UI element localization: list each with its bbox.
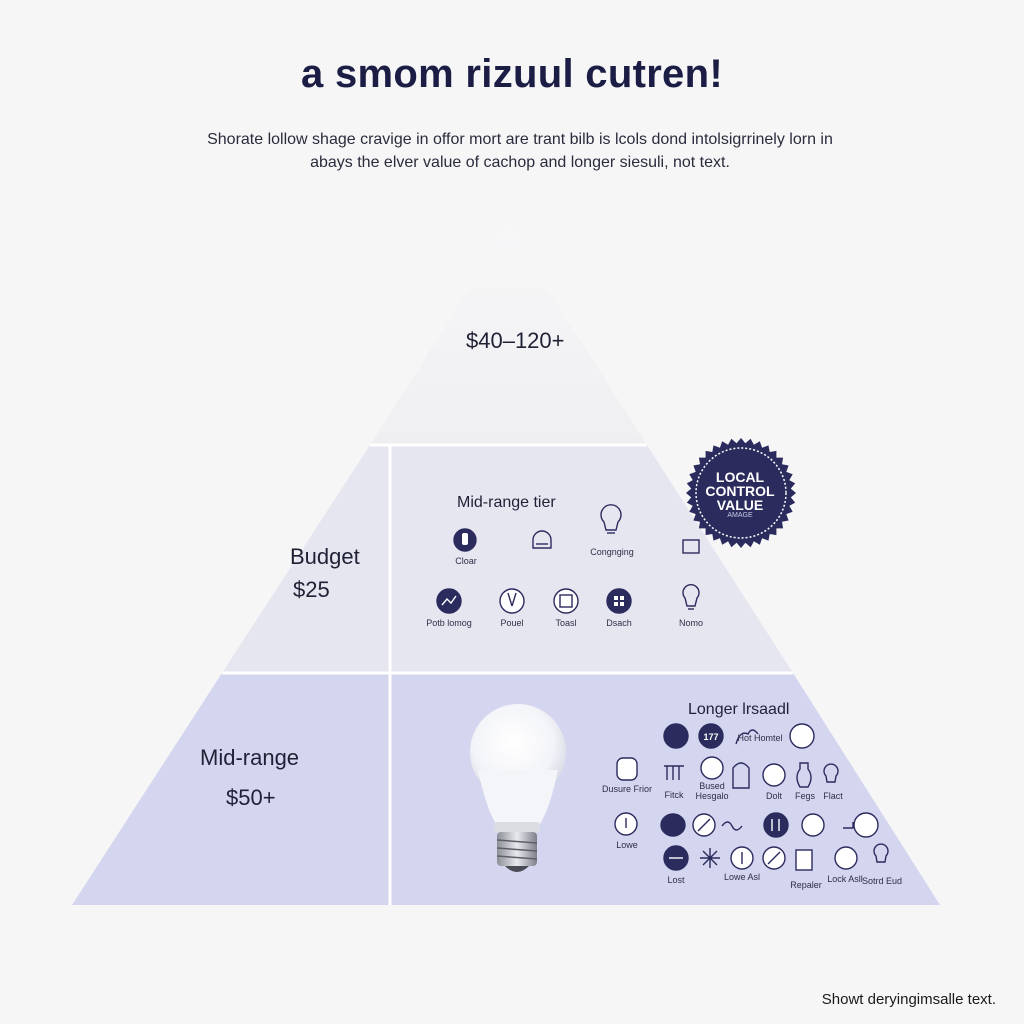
tag-icon xyxy=(853,812,879,838)
clock-icon xyxy=(762,763,786,787)
sensor-icon xyxy=(553,588,579,614)
icon-label-dolt: Dolt xyxy=(765,791,782,801)
budget-price: $25 xyxy=(293,577,330,602)
glove-icon xyxy=(732,762,750,789)
seal-sublabel: AMAGE xyxy=(727,512,753,519)
outlet-icon xyxy=(682,539,700,554)
bell-icon xyxy=(700,756,724,780)
switch-icon xyxy=(499,588,525,614)
lamp-icon xyxy=(532,530,552,549)
icon-label-flact: Flact xyxy=(823,791,843,801)
icon-label-repaler: Repaler xyxy=(790,880,822,890)
bulb-outline-icon xyxy=(600,504,622,534)
home-icon xyxy=(663,723,689,749)
icon-label-lowe-asl: Lowe Asl xyxy=(723,872,761,882)
pyramid-top-tier xyxy=(370,228,647,445)
subtitle-line-2: abays the elver value of cachop and long… xyxy=(310,154,730,171)
top-tier-price: $40–120+ xyxy=(466,328,565,353)
icon-label-lock-asll: Lock Asll xyxy=(827,874,863,884)
smart-bulb-image xyxy=(470,704,566,872)
label-badge-icon xyxy=(660,813,686,837)
longer-tier-title: Longer lrsaadl xyxy=(688,701,790,718)
small-bulb-icon xyxy=(823,763,839,783)
vase-icon xyxy=(796,762,812,788)
icon-label-dusure: Dusure Frior xyxy=(601,784,652,794)
tiny-bulb-icon xyxy=(873,843,889,863)
document-icon xyxy=(795,849,813,871)
icon-label-lowe: Lowe xyxy=(616,840,638,850)
number-badge-icon xyxy=(698,723,724,749)
grid-icon xyxy=(606,588,632,614)
hand-icon xyxy=(735,729,759,745)
light-bulb-icon xyxy=(682,584,700,610)
local-control-seal xyxy=(686,438,796,548)
icon-label-hot-homtel: Hot Homtel xyxy=(737,733,783,743)
wave-icon xyxy=(721,821,743,831)
icon-label-cloar: Cloar xyxy=(455,556,477,566)
icon-label-fegs: Fegs xyxy=(794,791,815,801)
icon-label-nomo: Nomo xyxy=(678,618,703,628)
mid-range-label: Mid-range xyxy=(200,745,300,770)
remote-icon xyxy=(616,757,638,781)
page-title: a smom rizuul cutren! xyxy=(301,52,723,96)
svg-text:177: 177 xyxy=(703,732,718,742)
mid-range-tier-title: Mid-range tier xyxy=(457,494,556,511)
icon-label-lost: Lost xyxy=(667,875,685,885)
fixture-icon xyxy=(664,765,684,780)
icon-label-toasl: Toasl xyxy=(555,618,577,628)
icon-label-bused: Bused Hesgalo xyxy=(695,781,729,801)
timer-icon xyxy=(834,846,858,870)
subtitle-line-1: Shorate lollow shage cravige in offor mo… xyxy=(207,131,833,148)
footer-note: Showt deryingimsalle text. xyxy=(821,991,996,1008)
page-subtitle: Shorate lollow shage cravige in offor mo… xyxy=(150,128,890,174)
icon-label-pouel: Pouel xyxy=(500,618,524,628)
crossbar-icon xyxy=(700,848,720,868)
icon-label-fitck: Fitck xyxy=(664,790,684,800)
speaker-icon xyxy=(789,723,815,749)
middle-tier-icons xyxy=(436,504,700,614)
budget-label: Budget xyxy=(290,544,360,569)
icon-label-congnging: Congnging xyxy=(590,547,634,557)
mid-range-price: $50+ xyxy=(226,785,276,810)
pyramid-middle-tier xyxy=(222,445,793,673)
seal-label: LOCAL CONTROL VALUE xyxy=(705,469,775,513)
icon-label-potb-lomog: Potb lomog xyxy=(426,618,472,628)
pause-icon xyxy=(763,812,789,838)
bottom-tier-icons: 177 xyxy=(614,723,889,871)
icon-label-dsach: Dsach xyxy=(606,618,632,628)
shell-icon xyxy=(801,813,825,837)
icon-label-sotrd-eud: Sotrd Eud xyxy=(861,876,903,886)
